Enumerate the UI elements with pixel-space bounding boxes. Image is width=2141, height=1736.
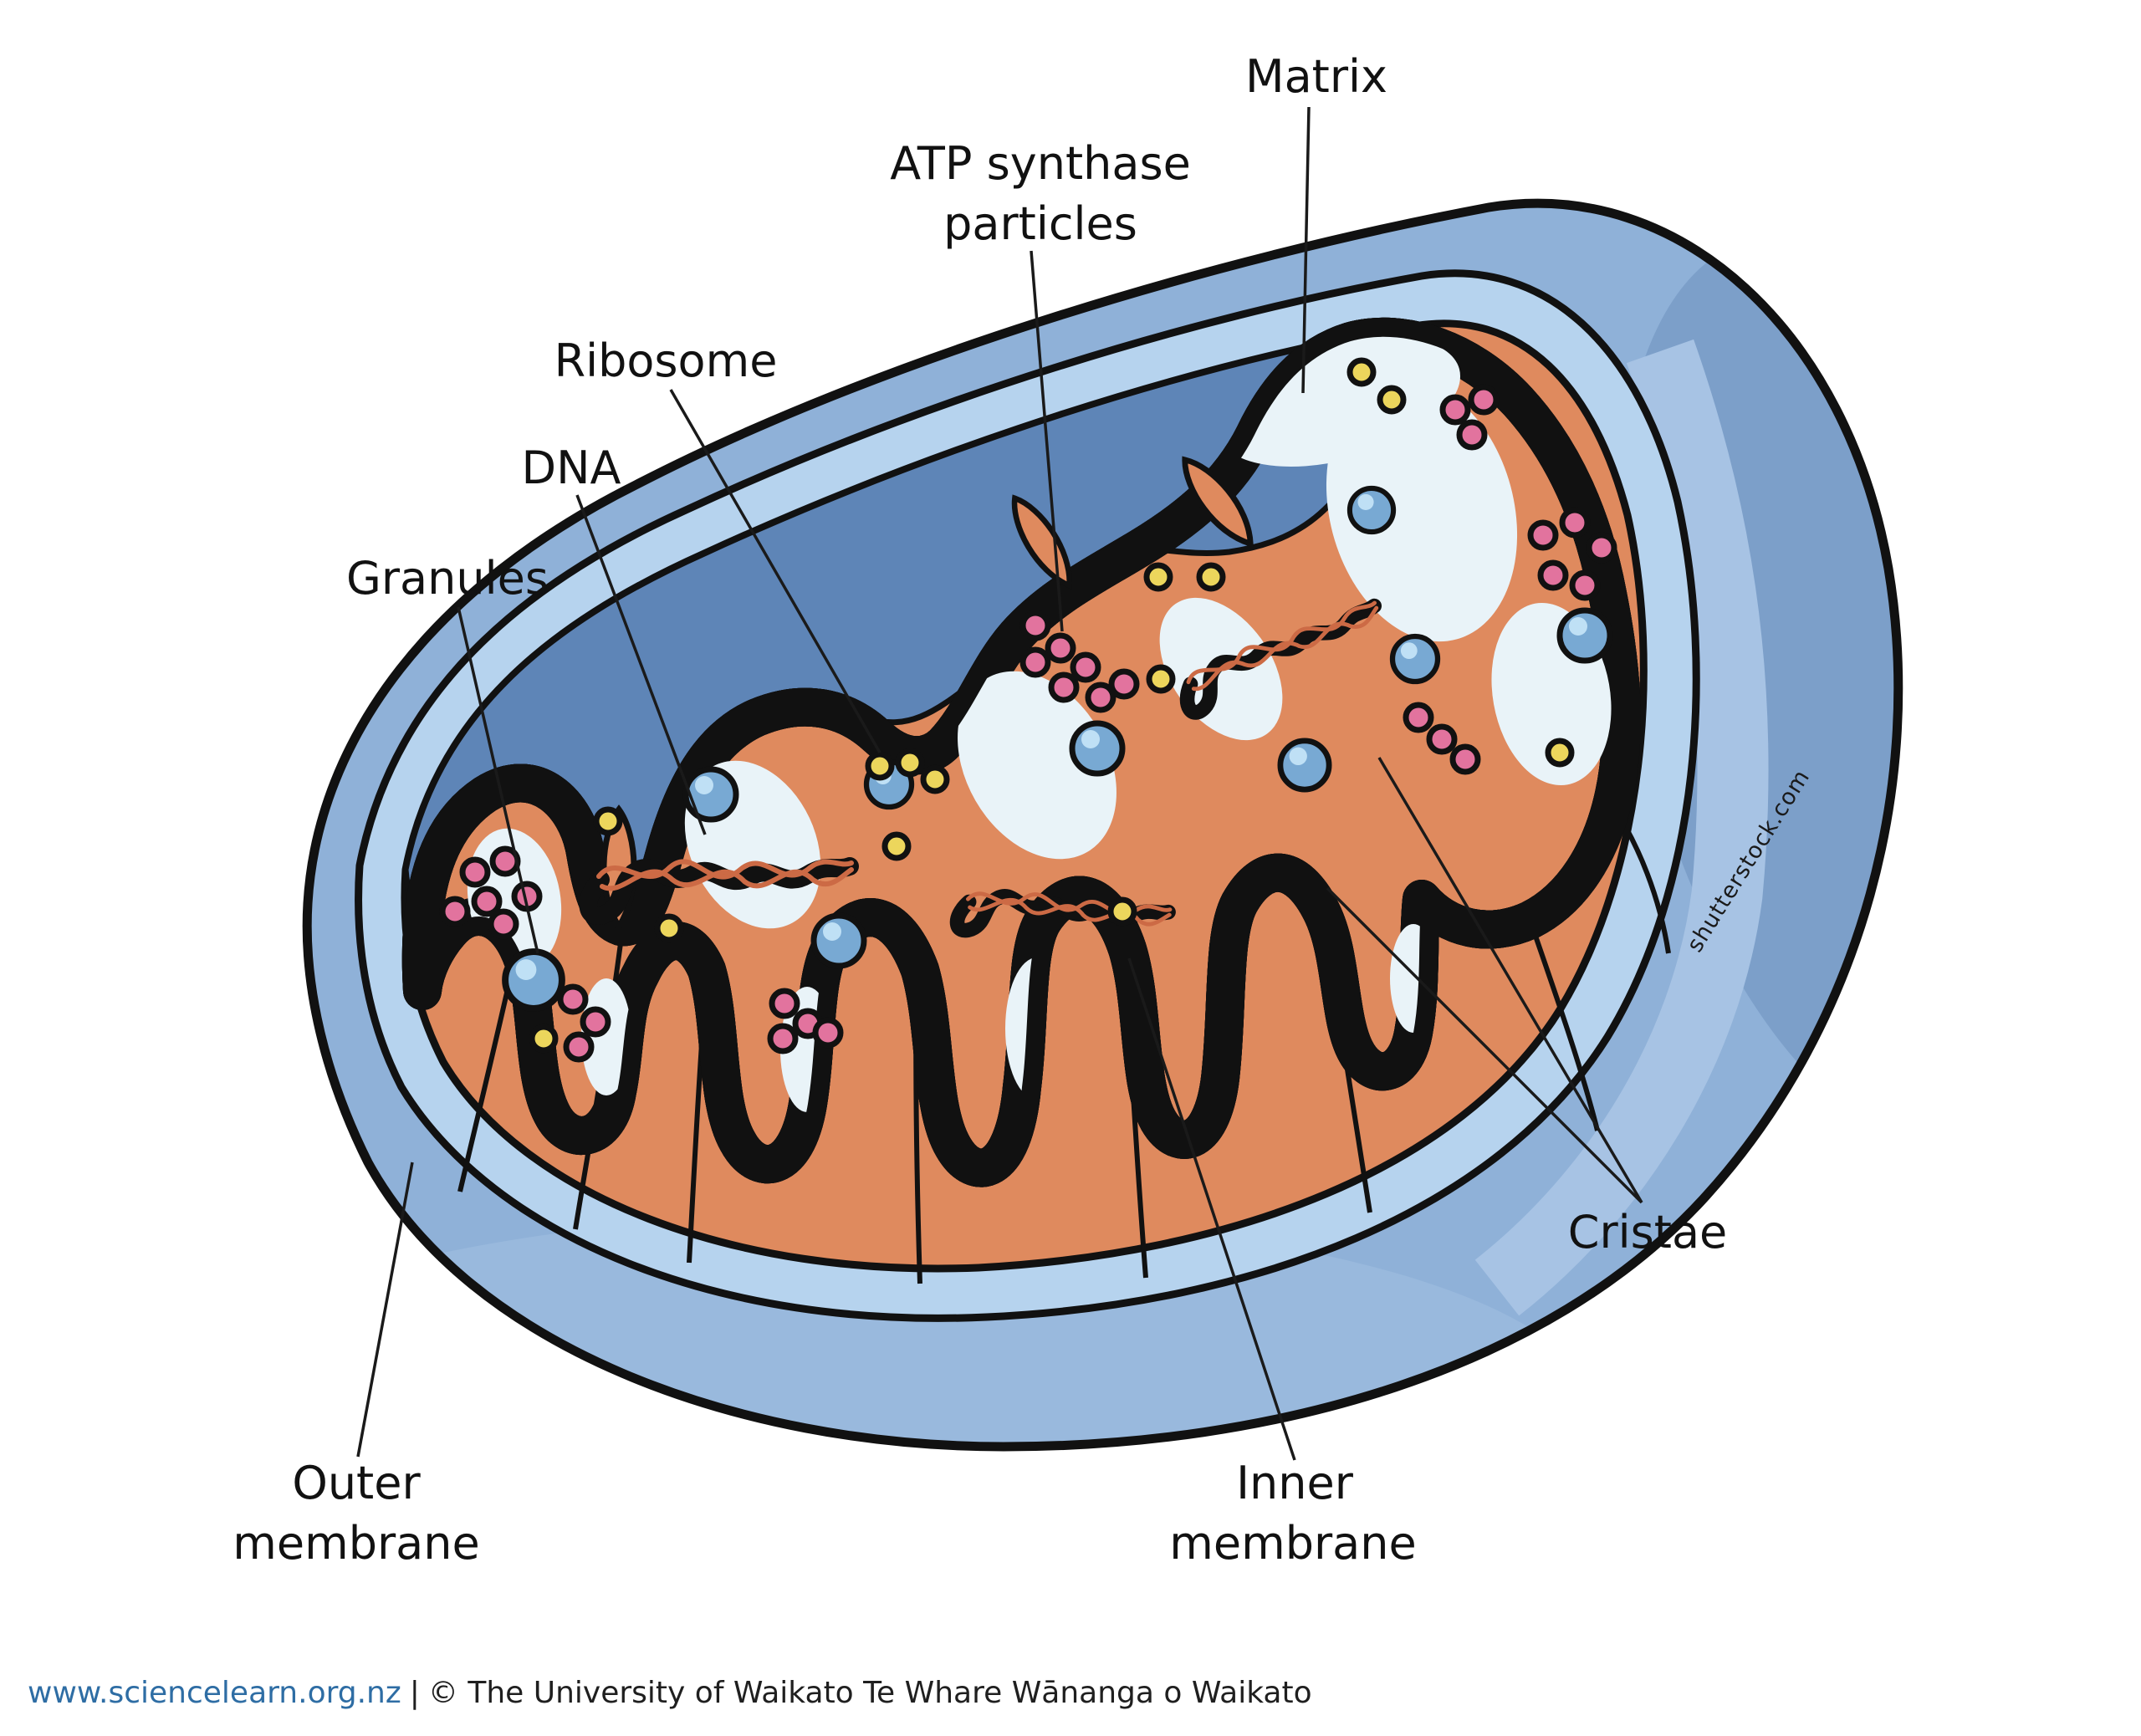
leader-line-cristae-1 <box>1326 886 1643 1204</box>
label-matrix: Matrix <box>1245 50 1387 103</box>
footer-credit: www.sciencelearn.org.nz|© The University… <box>28 1676 1312 1710</box>
label-cristae: Cristae <box>1568 1206 1728 1259</box>
label-atp-synthase-line1: ATP synthase <box>890 137 1191 190</box>
inner-membrane-and-matrix <box>422 313 1625 1168</box>
label-atp-synthase-line2: particles <box>943 197 1137 250</box>
leader-line-matrix <box>1301 106 1311 394</box>
footer-separator: | <box>409 1676 420 1710</box>
footer-link[interactable]: www.sciencelearn.org.nz <box>28 1676 401 1710</box>
atp-synthase-particles <box>439 384 1617 1063</box>
leader-line-atp <box>1030 250 1064 632</box>
label-inner-membrane-line1: Inner <box>1236 1457 1354 1509</box>
leader-line-ribosome <box>669 389 881 753</box>
label-inner-membrane-line2: membrane <box>1169 1517 1416 1570</box>
label-dna: DNA <box>522 442 621 494</box>
label-outer-membrane-line2: membrane <box>232 1517 479 1570</box>
leader-line-cristae-2 <box>1377 757 1643 1203</box>
ribosome-dots <box>529 357 1575 1054</box>
footer-credit-text: © The University of Waikato Te Whare Wān… <box>427 1676 1312 1710</box>
leader-line-inner-membrane <box>1127 957 1296 1461</box>
label-ribosome: Ribosome <box>554 334 778 387</box>
label-outer-membrane-line1: Outer <box>292 1457 421 1509</box>
label-granules: Granules <box>346 552 549 605</box>
leader-line-dna <box>575 494 707 835</box>
leader-line-granules <box>457 606 539 954</box>
leader-line-outer-membrane <box>356 1162 414 1458</box>
leader-lines <box>356 106 1643 1461</box>
